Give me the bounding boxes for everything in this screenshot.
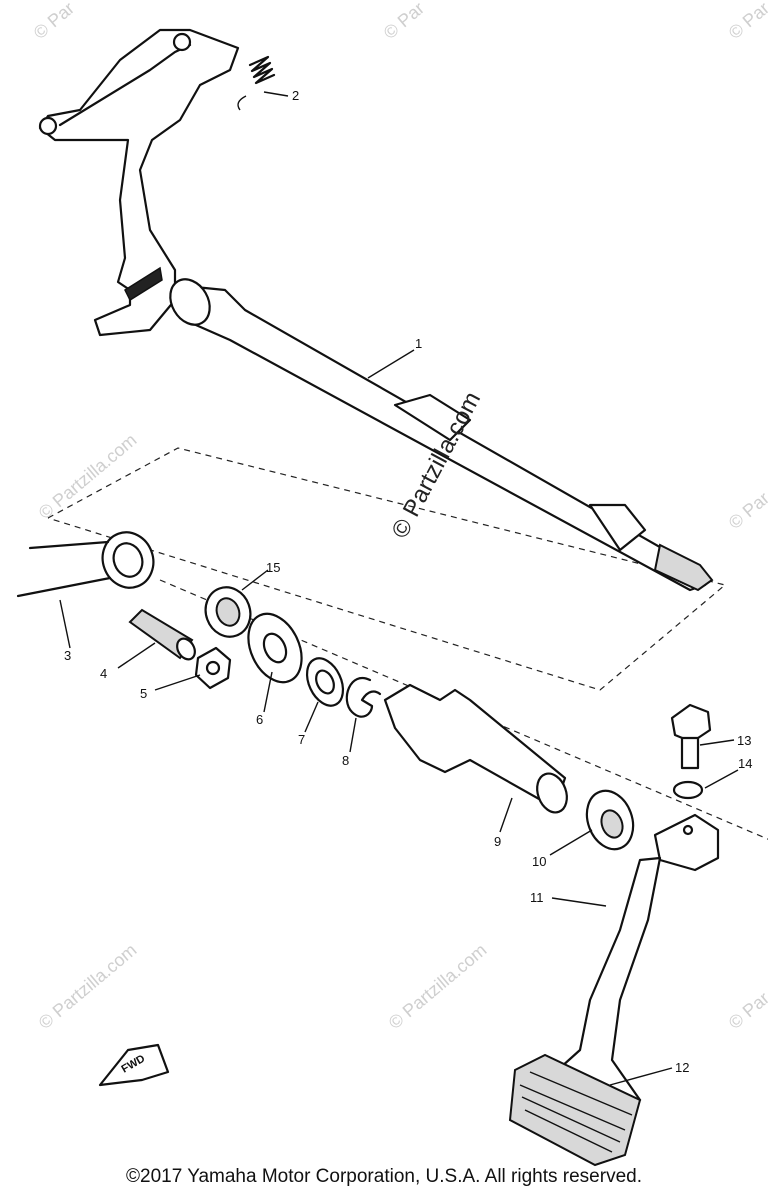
callout-7: 7 (298, 732, 305, 747)
return-spring-arm-upper (28, 540, 110, 550)
callout-1: 1 (415, 336, 422, 351)
part-11-shift-pedal (558, 813, 720, 1114)
leader-1 (367, 349, 415, 379)
leader-10 (549, 829, 593, 856)
callout-12: 12 (675, 1060, 689, 1075)
callout-4: 4 (100, 666, 107, 681)
shaft-collar (169, 278, 211, 326)
part-13-bolt (670, 703, 712, 770)
washer-hole (262, 632, 288, 664)
pedal-rubber-ribs (519, 1071, 633, 1153)
leader-15 (241, 569, 269, 591)
part-4-stopper-bolt (128, 608, 196, 661)
leader-7 (304, 701, 319, 733)
leader-12 (609, 1067, 673, 1086)
oil-seal-inner (215, 597, 241, 627)
nut-hole (205, 660, 221, 676)
leader-11 (551, 897, 607, 907)
leader-2 (263, 91, 289, 97)
callouts: 1 2 3 4 5 6 7 8 9 10 11 12 13 14 15 (64, 88, 752, 1075)
part-8-circlip (345, 676, 382, 718)
leader-9 (499, 797, 513, 833)
fwd-arrow-shape (98, 1043, 170, 1087)
watermark-low-mid: © Partzilla.com (385, 940, 491, 1033)
watermark-top-left: © Par (30, 0, 78, 43)
stopper-bolt-end (176, 637, 196, 661)
watermark-low-right: © Par (725, 988, 768, 1033)
shaft-step-1 (393, 393, 472, 442)
watermark-top-mid: © Par (380, 0, 428, 43)
part-3-return-spring (16, 531, 155, 598)
callout-14: 14 (738, 756, 752, 771)
callout-3: 3 (64, 648, 71, 663)
return-spring-arm-lower (16, 576, 112, 598)
spring-coils (248, 55, 276, 85)
assembly-outline (47, 447, 727, 691)
leader-3 (59, 599, 71, 649)
return-spring-coil-inner (112, 542, 144, 578)
copyright-notice: ©2017 Yamaha Motor Corporation, U.S.A. A… (126, 1166, 642, 1187)
shaft-spline (653, 543, 714, 592)
callout-13: 13 (737, 733, 751, 748)
bolt-head (670, 703, 712, 744)
watermark-mid-right: © Par (725, 488, 768, 533)
part-1-shift-shaft (38, 28, 714, 592)
part-12-pedal-rubber (508, 1053, 642, 1167)
pedal-clamp (653, 813, 720, 872)
callout-2: 2 (292, 88, 299, 103)
callout-15: 15 (266, 560, 280, 575)
fwd-arrow: FWD (98, 1043, 170, 1087)
small-washer-hole (315, 669, 335, 695)
watermark-top-right: © Par (725, 0, 768, 43)
leader-13 (699, 739, 735, 746)
callout-10: 10 (532, 854, 546, 869)
part-2-spring (237, 55, 276, 111)
watermark-low-left: © Partzilla.com (35, 940, 141, 1033)
callout-6: 6 (256, 712, 263, 727)
callout-8: 8 (342, 753, 349, 768)
watermark-mid-left: © Partzilla.com (35, 430, 141, 523)
part-14-lock-washer (672, 780, 704, 800)
shaft-step-2 (588, 503, 647, 552)
leader-5 (154, 674, 201, 691)
part-9-collar (383, 683, 568, 814)
leader-lines (59, 91, 739, 1086)
shaft-arm-pin (172, 32, 192, 52)
part-10-washer-hole (600, 809, 624, 839)
spring-hook (237, 95, 247, 111)
bolt-shank (680, 736, 700, 770)
leader-4 (117, 642, 156, 669)
callout-5: 5 (140, 686, 147, 701)
collar-end (536, 772, 568, 814)
leader-14 (704, 769, 739, 789)
leader-6 (263, 671, 273, 713)
callout-11: 11 (530, 890, 544, 905)
shaft-arm-roller (38, 116, 58, 136)
shaft-arm-tab (124, 266, 163, 302)
callout-9: 9 (494, 834, 501, 849)
leader-8 (349, 717, 357, 753)
pedal-rubber-body (508, 1053, 642, 1167)
pedal-clamp-hole (682, 824, 694, 836)
